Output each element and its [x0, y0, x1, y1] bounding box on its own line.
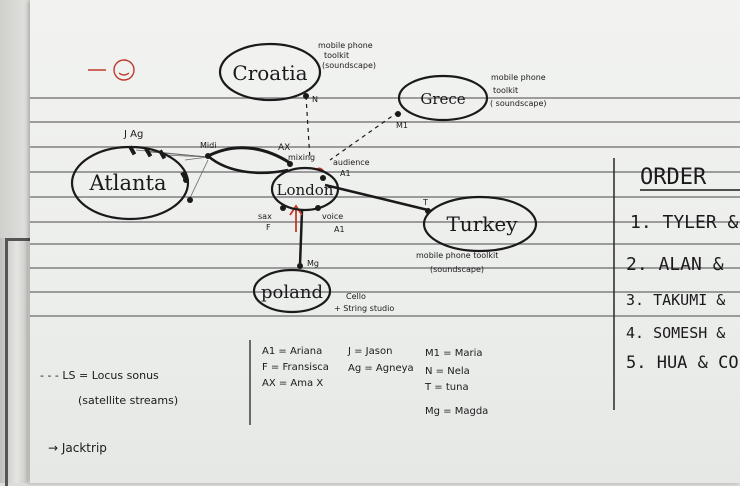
- node-poland-label: poland: [261, 282, 323, 303]
- legend-ag: Ag = Agneya: [348, 363, 414, 374]
- node-atlanta-label: Atlanta: [89, 171, 167, 195]
- node-poland-ellipse: [252, 268, 332, 314]
- grece-note-2: toolkit: [493, 86, 518, 95]
- order-title: ORDER: [640, 165, 707, 190]
- croatia-note-1: mobile phone: [318, 41, 373, 50]
- order-item-1: 1. TYLER &: [630, 212, 739, 233]
- poland-note-1: Cello: [346, 292, 366, 301]
- whiteboard-stand-bracket: [5, 238, 30, 486]
- locus-sonus-note: - - - LS = Locus sonus: [40, 369, 159, 382]
- legend-a1: A1 = Ariana: [262, 346, 322, 357]
- atlanta-plug-marks: [128, 145, 189, 182]
- satellite-streams-note: (satellite streams): [78, 394, 178, 407]
- turkey-note-2: (soundscape): [430, 265, 484, 274]
- label-mg: Mg: [307, 259, 319, 268]
- label-f: F: [266, 223, 271, 232]
- node-croatia-ellipse: [218, 42, 322, 102]
- label-j-ag: J Ag: [123, 129, 143, 140]
- order-list: ORDER 1. TYLER & 2. ALAN & 3. TAKUMI & 4…: [626, 165, 740, 373]
- order-item-2: 2. ALAN &: [626, 254, 724, 275]
- node-croatia-label: Croatia: [232, 61, 307, 85]
- node-london-ellipse: [270, 166, 340, 212]
- label-n: N: [312, 95, 318, 104]
- red-smiley-mark: [88, 59, 135, 81]
- grece-note-1: mobile phone: [491, 73, 546, 82]
- legend-n: N = Nela: [425, 366, 470, 377]
- label-sax: sax: [258, 212, 272, 221]
- label-a1-voice: A1: [334, 225, 345, 234]
- label-ax: AX: [278, 143, 290, 153]
- order-item-3: 3. TAKUMI &: [626, 291, 725, 309]
- grece-note-3: ( soundscape): [490, 99, 547, 108]
- node-turkey-ellipse: [422, 195, 538, 253]
- label-midi: Midi: [200, 141, 216, 150]
- label-t: T: [422, 198, 428, 207]
- order-item-5: 5. HUA & CO: [626, 353, 739, 373]
- legend-ax: AX = Ama X: [262, 378, 323, 389]
- staff-lines: [30, 97, 740, 317]
- legend: A1 = Ariana F = Fransisca AX = Ama X J =…: [262, 346, 488, 417]
- connection-dots: [183, 93, 431, 269]
- whiteboard: [30, 0, 740, 483]
- label-a1-audience: A1: [340, 169, 351, 178]
- whiteboard-frame-edge: [0, 238, 28, 483]
- poland-note-2: + String studio: [334, 304, 394, 313]
- order-item-4: 4. SOMESH &: [626, 324, 725, 342]
- turkey-note-1: mobile phone toolkit: [416, 251, 498, 260]
- label-audience: audience: [333, 158, 370, 167]
- node-london-label: London: [277, 181, 334, 199]
- legend-t: T = tuna: [424, 382, 469, 393]
- label-mixing: mixing: [288, 153, 315, 162]
- node-turkey-label: Turkey: [446, 212, 518, 236]
- legend-mg: Mg = Magda: [425, 406, 488, 417]
- jacktrip-note: → Jacktrip: [48, 441, 107, 455]
- croatia-note-3: (soundscape): [322, 61, 376, 70]
- legend-j: J = Jason: [347, 346, 392, 357]
- legend-f: F = Fransisca: [262, 362, 329, 373]
- node-grece-label: Grece: [420, 90, 465, 108]
- croatia-note-2: toolkit: [324, 51, 349, 60]
- label-m1: M1: [396, 121, 408, 130]
- node-grece-ellipse: [397, 74, 489, 122]
- label-voice: voice: [322, 212, 343, 221]
- legend-m1: M1 = Maria: [425, 348, 483, 359]
